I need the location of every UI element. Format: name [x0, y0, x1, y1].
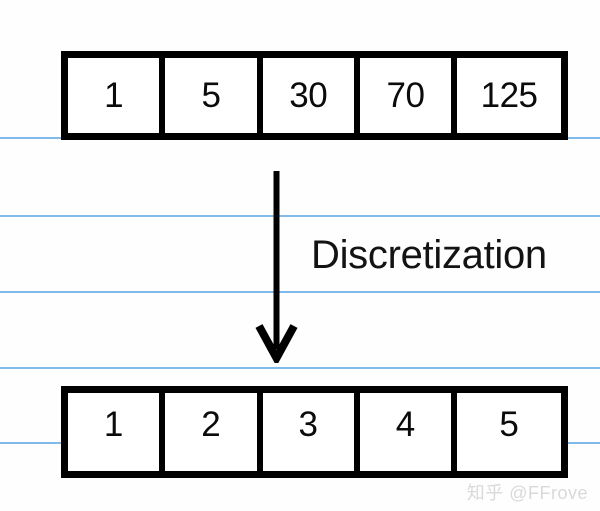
rule-line-4 — [0, 367, 600, 369]
discretization-label: Discretization — [311, 233, 547, 277]
watermark: 知乎 @FFrove — [466, 483, 588, 503]
array-cell: 5 — [457, 393, 562, 471]
discretized-ranks-array: 1 2 3 4 5 — [61, 386, 568, 478]
array-cell: 3 — [262, 393, 360, 471]
array-cell: 2 — [165, 393, 263, 471]
array-cell: 70 — [359, 58, 458, 133]
rule-line-2 — [0, 215, 600, 217]
original-values-array: 1 5 30 70 125 — [61, 51, 568, 140]
array-cell: 4 — [359, 393, 458, 471]
array-cell: 1 — [68, 393, 166, 471]
array-cell: 1 — [68, 58, 166, 133]
downward-arrow-icon — [255, 171, 298, 363]
rule-line-3 — [0, 291, 600, 293]
array-cell: 125 — [457, 58, 562, 133]
array-cell: 30 — [262, 58, 360, 133]
array-cell: 5 — [165, 58, 263, 133]
